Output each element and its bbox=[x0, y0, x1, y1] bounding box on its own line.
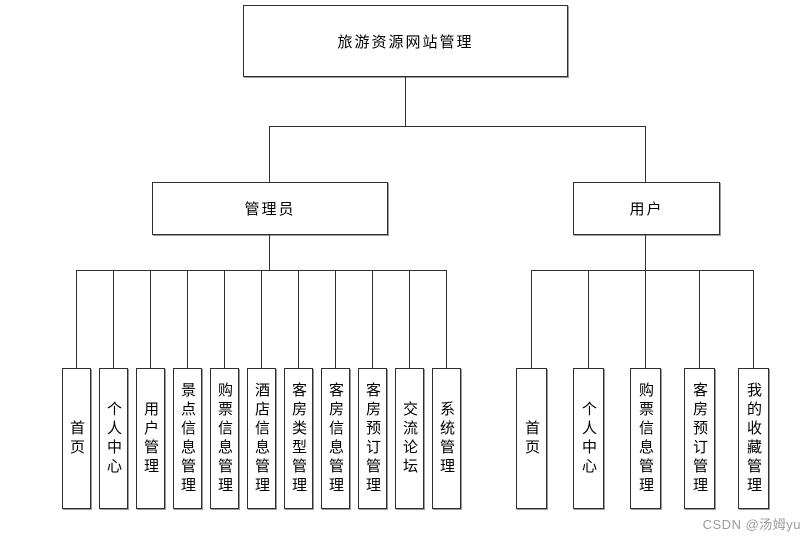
node-admin-room-booking: 客房预订管理 bbox=[358, 368, 387, 509]
leaf-label: 客房预订管理 bbox=[691, 381, 708, 496]
connector-line bbox=[113, 270, 114, 368]
connector-line bbox=[531, 270, 754, 271]
connector-line bbox=[446, 270, 447, 368]
leaf-label: 酒店信息管理 bbox=[253, 381, 270, 496]
leaf-label: 我的收藏管理 bbox=[745, 381, 762, 496]
connector-line bbox=[335, 270, 336, 368]
leaf-label: 个人中心 bbox=[580, 400, 597, 477]
leaf-label: 客房类型管理 bbox=[290, 381, 307, 496]
connector-line bbox=[645, 270, 646, 368]
watermark: CSDN @汤姆yu bbox=[702, 517, 801, 532]
connector-line bbox=[269, 126, 646, 127]
node-user-room-booking: 客房预订管理 bbox=[684, 368, 715, 509]
node-root: 旅游资源网站管理 bbox=[243, 5, 568, 77]
leaf-label: 客房信息管理 bbox=[327, 381, 344, 496]
connector-line bbox=[699, 270, 700, 368]
node-admin: 管理员 bbox=[152, 182, 388, 235]
node-admin-room-type: 客房类型管理 bbox=[284, 368, 313, 509]
leaf-label: 首页 bbox=[523, 419, 540, 458]
connector-line bbox=[645, 126, 646, 182]
connector-line bbox=[187, 270, 188, 368]
node-admin-personal-center: 个人中心 bbox=[99, 368, 128, 509]
leaf-label: 客房预订管理 bbox=[364, 381, 381, 496]
node-admin-label: 管理员 bbox=[244, 201, 296, 218]
node-admin-scenic-info: 景点信息管理 bbox=[173, 368, 202, 509]
leaf-label: 系统管理 bbox=[438, 400, 455, 477]
node-user-my-favorites: 我的收藏管理 bbox=[738, 368, 769, 509]
node-user-ticket-info: 购票信息管理 bbox=[630, 368, 661, 509]
connector-line bbox=[405, 77, 406, 126]
leaf-label: 个人中心 bbox=[105, 400, 122, 477]
node-user-personal-center: 个人中心 bbox=[573, 368, 604, 509]
node-user-home: 首页 bbox=[516, 368, 547, 509]
connector-line bbox=[588, 270, 589, 368]
leaf-label: 购票信息管理 bbox=[637, 381, 654, 496]
connector-line bbox=[269, 235, 270, 270]
node-admin-forum: 交流论坛 bbox=[395, 368, 424, 509]
connector-line bbox=[224, 270, 225, 368]
connector-line bbox=[409, 270, 410, 368]
connector-line bbox=[298, 270, 299, 368]
node-user: 用户 bbox=[573, 182, 720, 235]
node-admin-system-mgmt: 系统管理 bbox=[432, 368, 461, 509]
node-user-label: 用户 bbox=[629, 201, 664, 218]
node-root-label: 旅游资源网站管理 bbox=[337, 33, 474, 51]
leaf-label: 交流论坛 bbox=[401, 400, 418, 477]
leaf-label: 首页 bbox=[68, 419, 85, 458]
node-admin-home: 首页 bbox=[62, 368, 91, 509]
connector-line bbox=[261, 270, 262, 368]
connector-line bbox=[76, 270, 77, 368]
connector-line bbox=[753, 270, 754, 368]
connector-line bbox=[269, 126, 270, 182]
connector-line bbox=[645, 235, 646, 270]
connector-line bbox=[531, 270, 532, 368]
node-admin-ticket-info: 购票信息管理 bbox=[210, 368, 239, 509]
node-admin-user-mgmt: 用户管理 bbox=[136, 368, 165, 509]
leaf-label: 用户管理 bbox=[142, 400, 159, 477]
node-admin-hotel-info: 酒店信息管理 bbox=[247, 368, 276, 509]
node-admin-room-info: 客房信息管理 bbox=[321, 368, 350, 509]
connector-line bbox=[150, 270, 151, 368]
leaf-label: 购票信息管理 bbox=[216, 381, 233, 496]
connector-line bbox=[372, 270, 373, 368]
leaf-label: 景点信息管理 bbox=[179, 381, 196, 496]
